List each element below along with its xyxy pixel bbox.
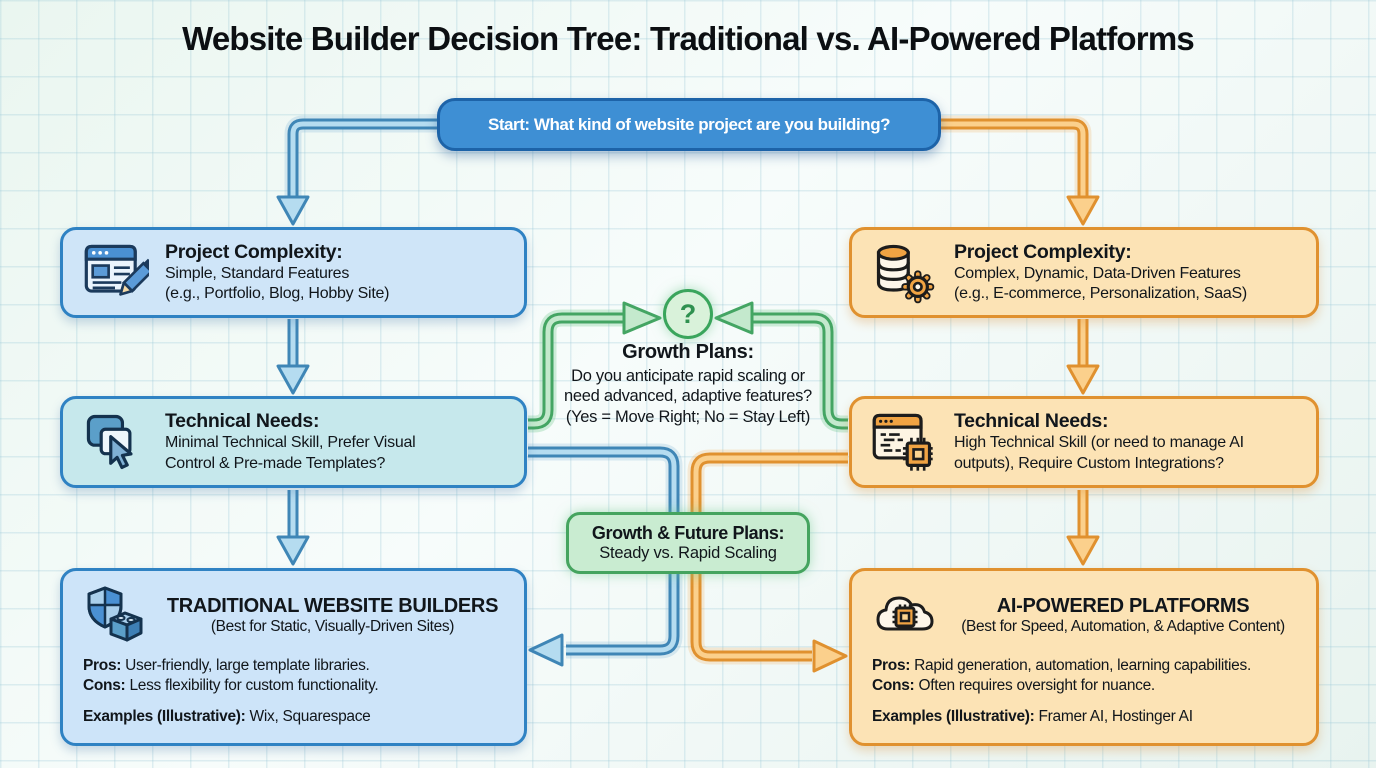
start-label: Start: What kind of website project are … xyxy=(487,114,891,134)
right-complexity-text: Project Complexity: Complex, Dynamic, Da… xyxy=(954,241,1247,305)
cons-label: Cons: xyxy=(872,677,915,695)
pros-text: User-friendly, large template libraries. xyxy=(125,657,370,674)
arrow-right-complexity-to-technical xyxy=(1066,319,1100,395)
pros-text: Rapid generation, automation, learning c… xyxy=(914,657,1251,674)
arrow-left-complexity-to-technical xyxy=(276,319,310,395)
traditional-examples: Examples (Illustrative): Wix, Squarespac… xyxy=(83,708,504,726)
box-line: Minimal Technical Skill, Prefer Visual xyxy=(165,434,416,452)
box-line: Control & Pre-made Templates? xyxy=(165,454,386,472)
arrow-start-to-right-complexity xyxy=(939,115,1100,226)
box-heading: Project Complexity: xyxy=(954,240,1132,263)
box-line: outputs), Require Custom Integrations? xyxy=(954,454,1224,472)
webpage-pencil-icon xyxy=(84,244,149,296)
examples-text: Framer AI, Hostinger AI xyxy=(1038,707,1193,725)
box-line: Complex, Dynamic, Data-Driven Features xyxy=(954,264,1241,282)
growth-plans-line: need advanced, adaptive features? xyxy=(564,387,812,406)
right-technical-needs-box: Technical Needs: High Technical Skill (o… xyxy=(849,396,1319,488)
arrow-right-technical-to-result xyxy=(1066,490,1100,566)
cloud-chip-icon xyxy=(876,596,934,631)
growth-plans-line: Do you anticipate rapid scaling or xyxy=(571,367,805,385)
cons-line: Cons: Often requires oversight for nuanc… xyxy=(872,676,1296,696)
growth-plans-heading: Growth Plans: xyxy=(622,341,754,363)
box-heading: Technical Needs: xyxy=(954,410,1109,433)
cons-label: Cons: xyxy=(83,677,126,695)
arrow-right-technical-to-growth-question xyxy=(714,301,848,433)
traditional-builders-box: TRADITIONAL WEBSITE BUILDERS (Best for S… xyxy=(60,568,527,746)
code-window-chip-icon xyxy=(872,413,933,471)
left-technical-needs-box: Technical Needs: Minimal Technical Skill… xyxy=(60,396,527,488)
examples-label: Examples (Illustrative): xyxy=(872,707,1035,725)
result-subheading: (Best for Speed, Automation, & Adaptive … xyxy=(961,617,1285,635)
arrow-start-to-left-complexity xyxy=(276,115,437,226)
shield-brick-icon xyxy=(87,586,143,642)
pros-label: Pros: xyxy=(83,657,122,674)
traditional-pros-cons: Pros: User-friendly, large template libr… xyxy=(83,656,504,697)
question-mark-icon: ? xyxy=(679,298,697,329)
examples-text: Wix, Squarespace xyxy=(249,707,371,725)
box-line: Simple, Standard Features xyxy=(165,264,350,282)
result-subheading: (Best for Static, Visually-Driven Sites) xyxy=(210,617,455,635)
growth-box-line: Steady vs. Rapid Scaling xyxy=(599,544,777,562)
start-node: Start: What kind of website project are … xyxy=(437,98,941,151)
pros-line: Pros: Rapid generation, automation, lear… xyxy=(872,656,1296,676)
result-heading: AI-POWERED PLATFORMS xyxy=(996,594,1250,617)
box-heading: Project Complexity: xyxy=(165,240,343,263)
database-gear-icon xyxy=(876,244,935,303)
growth-question-circle: ? xyxy=(663,289,713,339)
ai-titles: AI-POWERED PLATFORMS (Best for Speed, Au… xyxy=(950,595,1296,636)
ai-platforms-box: AI-POWERED PLATFORMS (Best for Speed, Au… xyxy=(849,568,1319,746)
arrow-left-technical-to-growth-question xyxy=(528,301,662,433)
cons-line: Cons: Less flexibility for custom functi… xyxy=(83,676,504,696)
left-project-complexity-box: Project Complexity: Simple, Standard Fea… xyxy=(60,227,527,318)
screens-cursor-icon xyxy=(86,414,133,470)
box-line: (e.g., Portfolio, Blog, Hobby Site) xyxy=(165,285,390,302)
ai-pros-cons: Pros: Rapid generation, automation, lear… xyxy=(872,656,1296,697)
result-heading: TRADITIONAL WEBSITE BUILDERS xyxy=(166,594,499,617)
left-complexity-text: Project Complexity: Simple, Standard Fea… xyxy=(165,240,390,305)
right-project-complexity-box: Project Complexity: Complex, Dynamic, Da… xyxy=(849,227,1319,318)
box-heading: Technical Needs: xyxy=(165,410,320,433)
ai-header: AI-POWERED PLATFORMS (Best for Speed, Au… xyxy=(872,583,1296,647)
page-title: Website Builder Decision Tree: Tradition… xyxy=(182,20,1195,57)
right-technical-text: Technical Needs: High Technical Skill (o… xyxy=(954,410,1244,474)
cons-text: Less flexibility for custom functionalit… xyxy=(129,677,379,695)
cons-text: Often requires oversight for nuance. xyxy=(918,677,1155,695)
ai-examples: Examples (Illustrative): Framer AI, Host… xyxy=(872,708,1296,726)
box-line: High Technical Skill (or need to manage … xyxy=(954,434,1244,452)
examples-label: Examples (Illustrative): xyxy=(83,707,246,725)
arrow-left-technical-to-result xyxy=(276,490,310,566)
traditional-header: TRADITIONAL WEBSITE BUILDERS (Best for S… xyxy=(83,583,504,647)
left-technical-text: Technical Needs: Minimal Technical Skill… xyxy=(165,410,416,474)
growth-box-heading: Growth & Future Plans: xyxy=(591,523,785,543)
growth-plans-note: Growth Plans: Do you anticipate rapid sc… xyxy=(520,341,856,427)
box-line: (e.g., E-commerce, Personalization, SaaS… xyxy=(954,285,1247,302)
traditional-titles: TRADITIONAL WEBSITE BUILDERS (Best for S… xyxy=(161,595,504,636)
pros-label: Pros: xyxy=(872,657,911,674)
pros-line: Pros: User-friendly, large template libr… xyxy=(83,656,504,676)
growth-plans-line: (Yes = Move Right; No = Stay Left) xyxy=(565,407,811,426)
growth-future-plans-box: Growth & Future Plans: Steady vs. Rapid … xyxy=(566,512,810,574)
